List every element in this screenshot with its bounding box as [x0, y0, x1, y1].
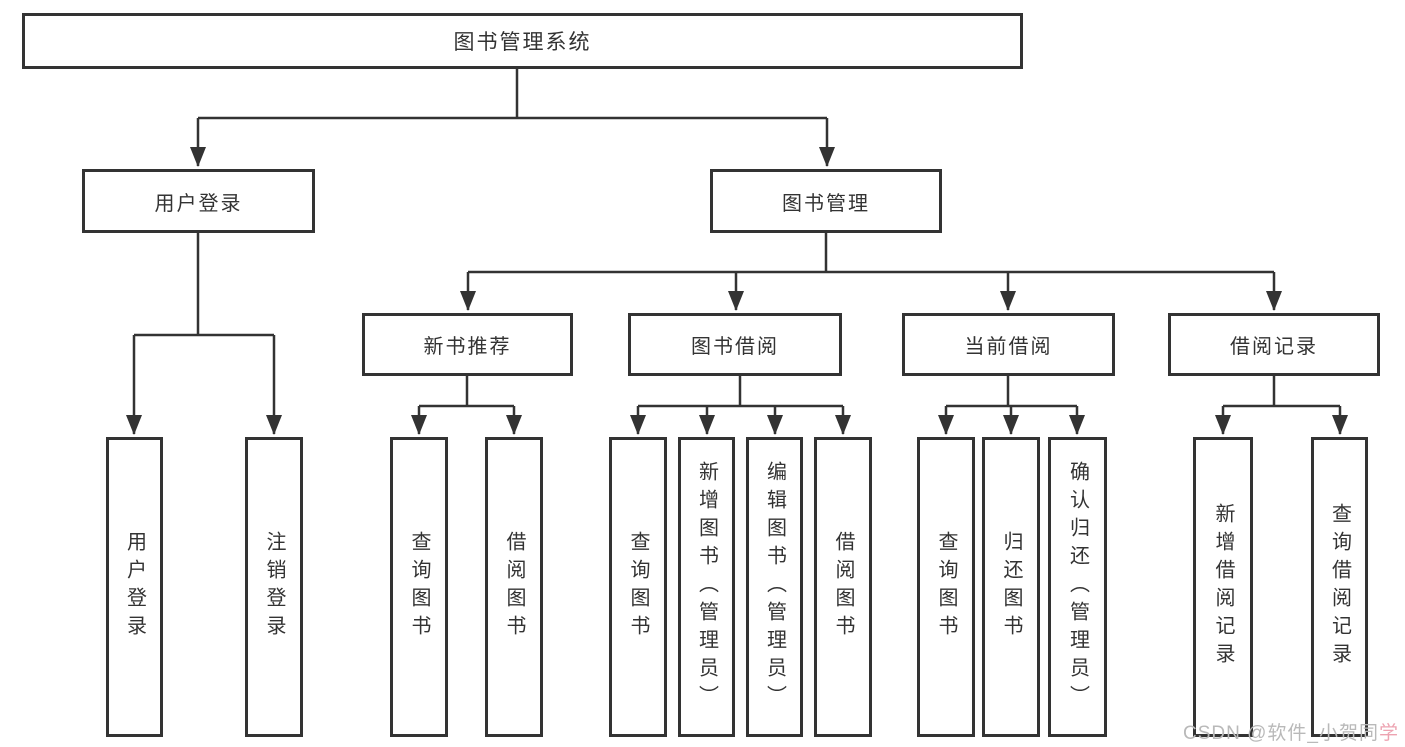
watermark-text: CSDN @软件_小贺同: [1183, 723, 1379, 744]
node-borrow-records: 借阅记录: [1168, 313, 1380, 376]
node-label: 查询图书: [627, 531, 649, 643]
node-label: 归还图书: [1000, 531, 1022, 643]
node-book-borrow: 图书借阅: [628, 313, 842, 376]
node-label: 新增图书（管理员）: [695, 461, 718, 713]
node-label: 编辑图书（管理员）: [763, 461, 786, 713]
node-label: 当前借阅: [964, 336, 1053, 358]
node-label: 查询图书: [408, 531, 430, 643]
node-borrow-books-leaf: 借阅图书: [485, 437, 543, 737]
node-label: 用户登录: [123, 531, 146, 643]
node-query-borrow-record-leaf: 查询借阅记录: [1311, 437, 1368, 737]
node-logout-leaf: 注销登录: [245, 437, 303, 737]
node-current-borrow: 当前借阅: [902, 313, 1115, 376]
node-label: 借阅记录: [1230, 336, 1318, 358]
node-label: 图书管理: [782, 192, 870, 215]
node-label: 图书借阅: [691, 336, 779, 358]
node-label: 查询图书: [935, 531, 957, 643]
node-label: 借阅图书: [832, 531, 854, 643]
node-label: 图书管理系统: [453, 31, 592, 54]
node-add-books-admin-leaf: 新增图书（管理员）: [678, 437, 735, 737]
node-label: 用户登录: [154, 192, 243, 215]
node-add-borrow-record-leaf: 新增借阅记录: [1193, 437, 1253, 737]
node-label: 确认归还（管理员）: [1066, 461, 1089, 713]
node-new-book-recommend: 新书推荐: [362, 313, 573, 376]
node-book-management: 图书管理: [710, 169, 942, 233]
node-label: 注销登录: [263, 531, 285, 643]
node-label: 新增借阅记录: [1212, 503, 1234, 671]
node-return-books-leaf: 归还图书: [982, 437, 1040, 737]
node-query-books-leaf: 查询图书: [609, 437, 667, 737]
node-user-login: 用户登录: [82, 169, 315, 233]
node-library-management-system: 图书管理系统: [22, 13, 1023, 69]
node-label: 查询借阅记录: [1328, 503, 1351, 671]
node-query-books-leaf: 查询图书: [917, 437, 975, 737]
node-edit-books-admin-leaf: 编辑图书（管理员）: [746, 437, 803, 737]
node-borrow-books-leaf: 借阅图书: [814, 437, 872, 737]
csdn-watermark: CSDN @软件_小贺同学: [1183, 718, 1399, 745]
node-label: 借阅图书: [503, 531, 525, 643]
node-user-login-leaf: 用户登录: [106, 437, 163, 737]
node-query-books-leaf: 查询图书: [390, 437, 448, 737]
node-label: 新书推荐: [423, 336, 512, 358]
node-confirm-return-admin-leaf: 确认归还（管理员）: [1048, 437, 1107, 737]
watermark-text-pink: 学: [1378, 723, 1399, 744]
